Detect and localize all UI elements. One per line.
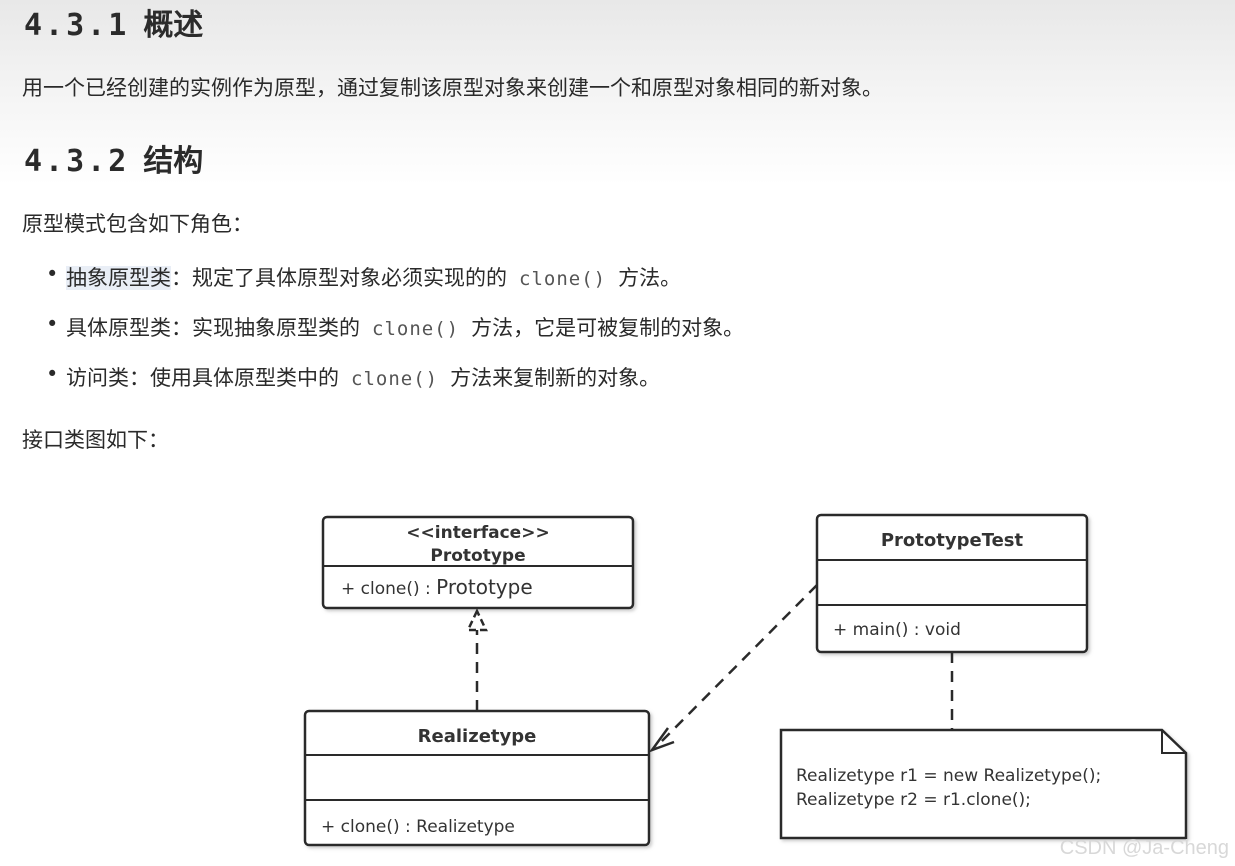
section-heading-structure: 4.3.2 结构 bbox=[24, 136, 203, 180]
inline-code: clone() bbox=[351, 368, 439, 390]
section-title: 概述 bbox=[143, 8, 204, 43]
role-name: 抽象原型类 bbox=[66, 266, 171, 290]
role-desc-end: 方法。 bbox=[618, 266, 682, 290]
note-line-2: Realizetype r2 = r1.clone(); bbox=[796, 790, 1031, 810]
realizetype-name: Realizetype bbox=[418, 726, 537, 747]
prototype-test-method: + main() : void bbox=[833, 620, 961, 640]
prototype-class-box: <<interface>> Prototype + clone() : Prot… bbox=[321, 515, 635, 610]
watermark: CSDN @Ja-Cheng bbox=[1059, 837, 1229, 859]
inline-code: clone() bbox=[372, 318, 460, 340]
role-desc-end: 方法来复制新的对象。 bbox=[450, 366, 661, 390]
prototype-stereotype: <<interface>> bbox=[406, 523, 549, 543]
role-desc-end: 方法，它是可被复制的对象。 bbox=[471, 316, 745, 340]
method-signature: + clone() : bbox=[341, 579, 436, 599]
roles-list: 抽象原型类：规定了具体原型对象必须实现的的 clone() 方法。 具体原型类：实现… bbox=[44, 262, 744, 412]
prototype-test-name: PrototypeTest bbox=[881, 530, 1024, 551]
realizetype-class-box: Realizetype + clone() : Realizetype bbox=[303, 709, 651, 847]
diagram-intro: 接口类图如下： bbox=[22, 428, 169, 452]
section-number: 4.3.1 bbox=[24, 8, 130, 43]
role-name: 具体原型类 bbox=[66, 316, 171, 340]
top-shade bbox=[0, 0, 1235, 185]
realization-arrow bbox=[466, 608, 488, 711]
inline-code: clone() bbox=[519, 268, 607, 290]
dependency-arrow bbox=[648, 584, 818, 753]
role-desc: ：实现抽象原型类的 bbox=[171, 316, 360, 340]
section-number: 4.3.2 bbox=[24, 144, 130, 179]
realizetype-method: + clone() : Realizetype bbox=[321, 817, 515, 837]
role-desc: ：使用具体原型类中的 bbox=[129, 366, 339, 390]
list-item: 具体原型类：实现抽象原型类的 clone() 方法，它是可被复制的对象。 bbox=[44, 312, 744, 362]
section-title: 结构 bbox=[143, 144, 204, 179]
list-item: 访问类：使用具体原型类中的 clone() 方法来复制新的对象。 bbox=[44, 362, 744, 412]
prototype-name: Prototype bbox=[430, 546, 525, 566]
prototype-method: + clone() : Prototype bbox=[341, 575, 533, 599]
role-desc: ：规定了具体原型对象必须实现的的 bbox=[171, 266, 507, 290]
roles-intro: 原型模式包含如下角色： bbox=[22, 212, 253, 236]
overview-paragraph: 用一个已经创建的实例作为原型，通过复制该原型对象来创建一个和原型对象相同的新对象… bbox=[22, 76, 883, 100]
method-return-type: Prototype bbox=[436, 575, 532, 599]
prototype-test-class-box: PrototypeTest + main() : void bbox=[815, 513, 1089, 654]
note-box: Realizetype r1 = new Realizetype(); Real… bbox=[779, 728, 1188, 840]
note-line-1: Realizetype r1 = new Realizetype(); bbox=[796, 766, 1101, 786]
role-name: 访问类 bbox=[66, 366, 129, 390]
list-item: 抽象原型类：规定了具体原型对象必须实现的的 clone() 方法。 bbox=[44, 262, 744, 312]
section-heading-overview: 4.3.1 概述 bbox=[24, 0, 203, 44]
